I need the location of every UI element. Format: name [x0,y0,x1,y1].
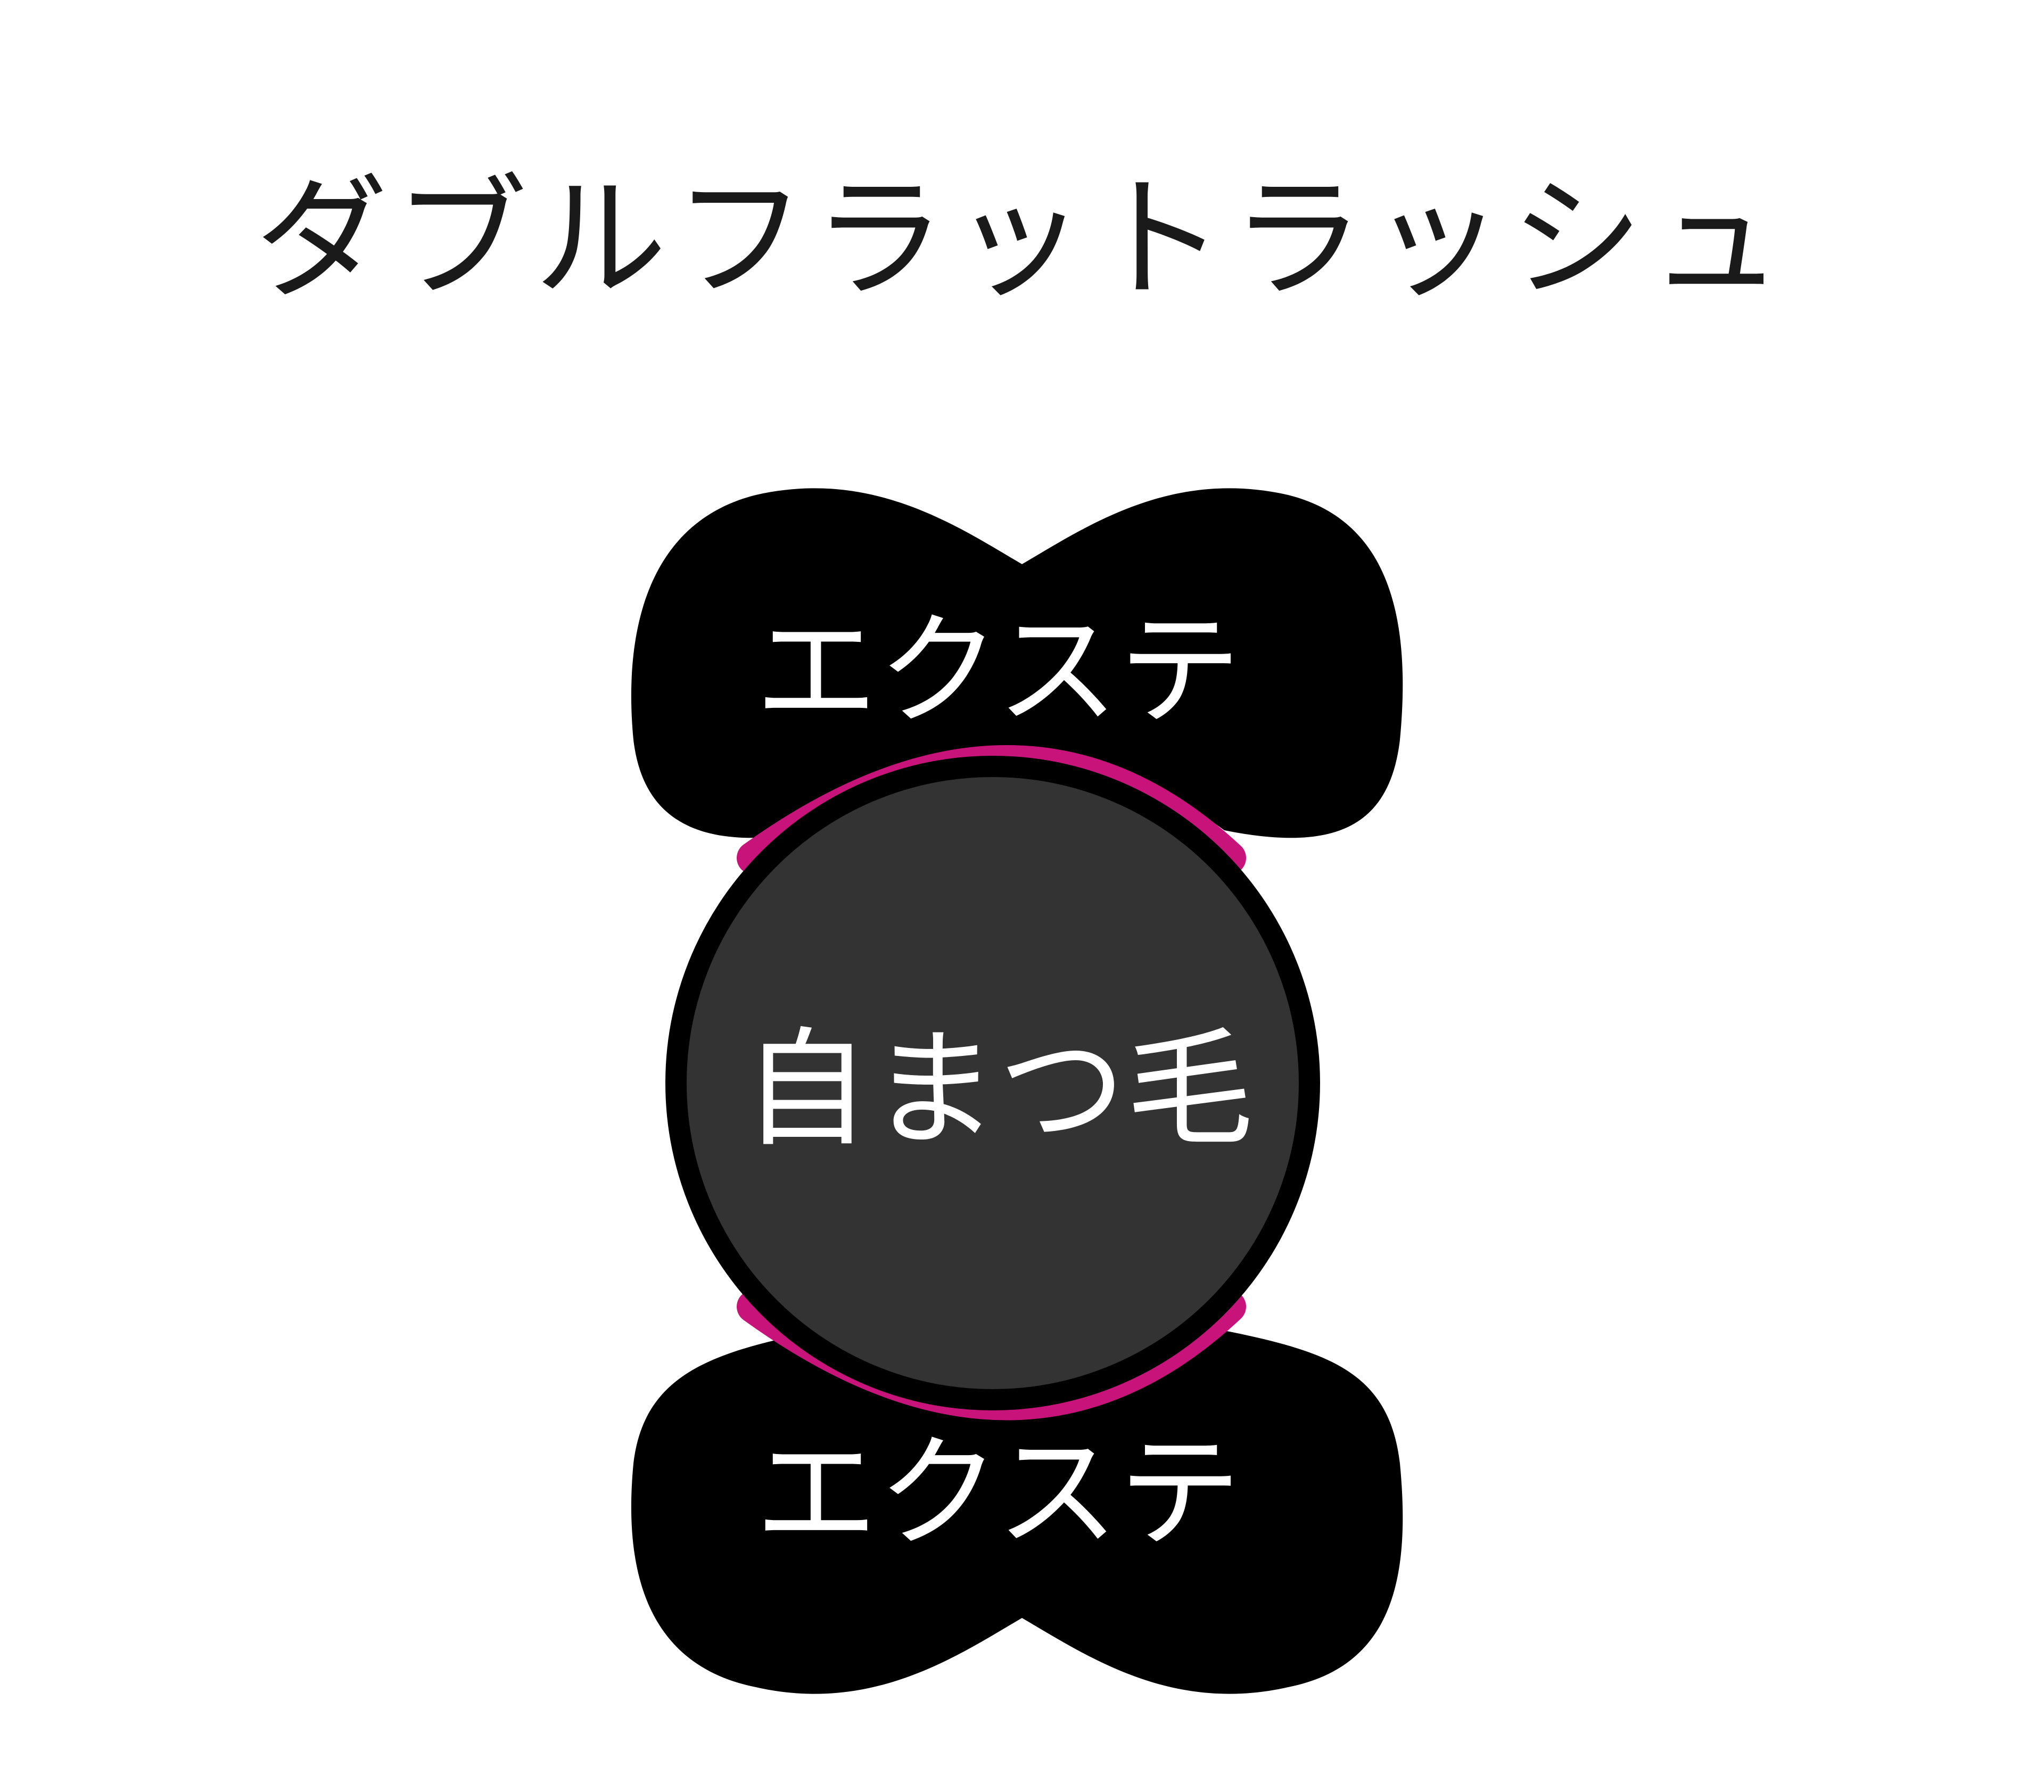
top-extension-label: エクステ [755,600,1241,742]
bottom-extension-shape [631,1331,1403,1694]
natural-lash-label: 自まつ毛 [743,1015,1254,1164]
natural-lash-circle [665,756,1320,1410]
diagram-title: ダブルフラットラッシュ [255,162,1789,317]
top-extension-shape [631,488,1403,838]
bottom-extension-label: エクステ [755,1423,1241,1565]
